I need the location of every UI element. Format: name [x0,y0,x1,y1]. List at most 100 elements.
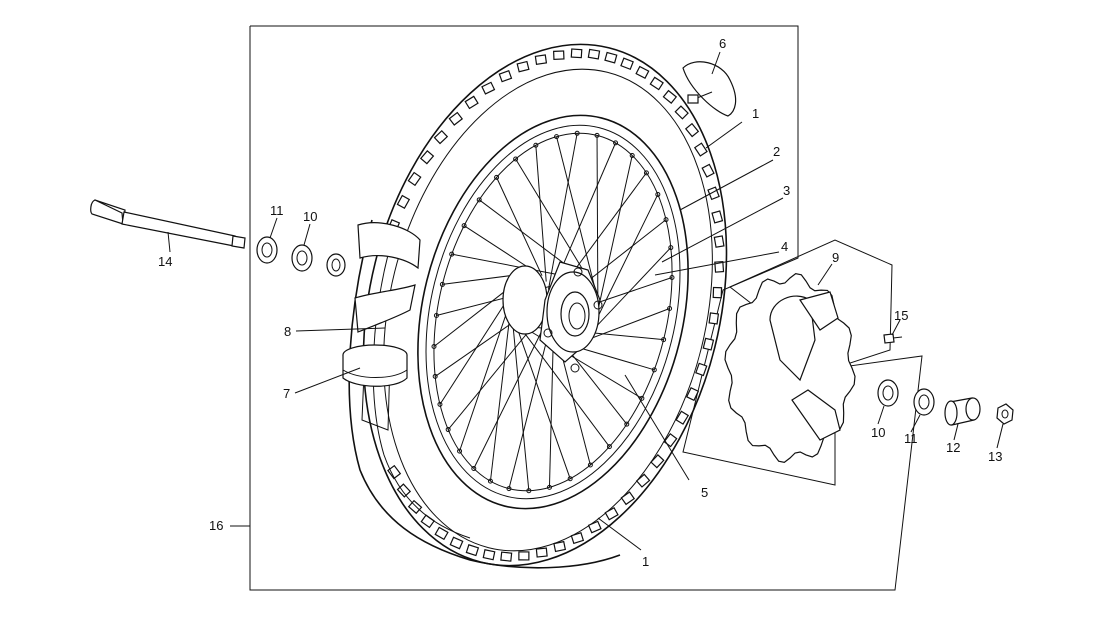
spoke-nipple [567,476,573,482]
callout-13: 13 [988,449,1002,464]
axle-nut-13 [996,403,1014,425]
tread-block [684,122,700,138]
tread-block [635,65,650,80]
spoke [547,133,578,290]
callout-9: 9 [832,250,839,265]
tread-block [518,551,530,561]
spoke [535,145,547,282]
tread-block [695,362,708,377]
tread-block [650,454,665,469]
callout-3: 3 [783,183,790,198]
tread-block [702,337,715,351]
spoke [511,310,530,491]
tread-block [701,163,715,178]
tread-block [663,432,678,448]
spoke [513,318,571,479]
spoke-nipple [432,373,438,379]
spoke-nipple [449,251,455,257]
left-seal-10 [291,244,346,277]
spoke-nipple [554,134,560,140]
spoke-nipple [487,478,493,484]
left-bearing-11 [256,236,278,264]
spoke [508,318,553,489]
tread-block [708,312,720,325]
tread-block [434,526,449,541]
spoke-nipple [494,174,500,180]
spoke-nipple [476,197,482,203]
rim-tape [354,222,421,333]
callout-16: 16 [209,518,223,533]
spoke-nipple [445,427,451,433]
spoke [592,194,659,328]
spoke-nipple [606,444,612,450]
brake-disc [724,273,856,463]
tread-block [387,464,402,480]
rim-lock [682,61,737,117]
tread-block [448,111,464,126]
assembly-frame [249,25,923,591]
tread-block [604,51,618,64]
spoke [515,158,593,286]
spoke [556,136,597,295]
spoke [463,225,537,274]
tread-block [675,410,690,425]
callout-1-top: 1 [752,106,759,121]
spoke-nipple [655,191,661,197]
spoke-nipple [546,484,552,490]
spoke-nipple [651,367,657,373]
spoke [517,324,610,447]
spoke [459,291,515,452]
tread-block [553,540,567,553]
tread-block [498,69,513,83]
spoke-nipple [513,156,519,162]
callout-8: 8 [284,324,291,339]
callout-5: 5 [701,485,708,500]
tread-block [396,194,411,210]
callout-4: 4 [781,239,788,254]
tread-block [674,105,689,120]
tread-block [407,171,422,187]
callout-12: 12 [946,440,960,455]
tread-block [433,129,449,145]
spoke [596,135,599,306]
tread-block [604,506,619,521]
callout-11-left: 11 [270,203,284,218]
callout-labels: 1 2 3 4 5 6 7 8 9 10 10 11 11 12 13 14 1… [158,36,1002,569]
spoke-nipple [533,142,539,148]
tread-block [587,48,601,60]
spacer-12 [944,397,981,426]
spoke-nipple [574,130,580,136]
tread-block [707,186,720,201]
callout-10-right: 10 [871,425,885,440]
tread-block [685,387,700,402]
tyre [348,43,728,569]
tread-block [712,286,723,299]
spoke-nipple [663,217,669,223]
tread-block [407,499,423,515]
tread-block [693,142,708,157]
tread-block [620,57,634,71]
spoke-nipple [437,401,443,407]
spoke-nipple [439,281,445,287]
spoke-nipple [667,305,673,311]
spoke [578,308,670,344]
spoke-nipple [661,337,667,343]
tread-block [714,260,725,273]
tread-block [516,60,530,73]
spoke-nipple [461,223,467,229]
leader-lines [167,51,1004,551]
spoke [489,300,513,482]
inner-tube [342,344,408,387]
callout-11-right: 11 [904,431,918,446]
tread-block [419,150,435,165]
spoke-nipple [594,132,600,138]
tread-block [465,544,480,557]
tread-block [713,235,725,248]
disc-screw-15 [883,333,903,344]
tread-block [534,54,548,65]
callout-14: 14 [158,254,172,269]
spoke [548,329,555,488]
spoke-nipple [639,395,645,401]
